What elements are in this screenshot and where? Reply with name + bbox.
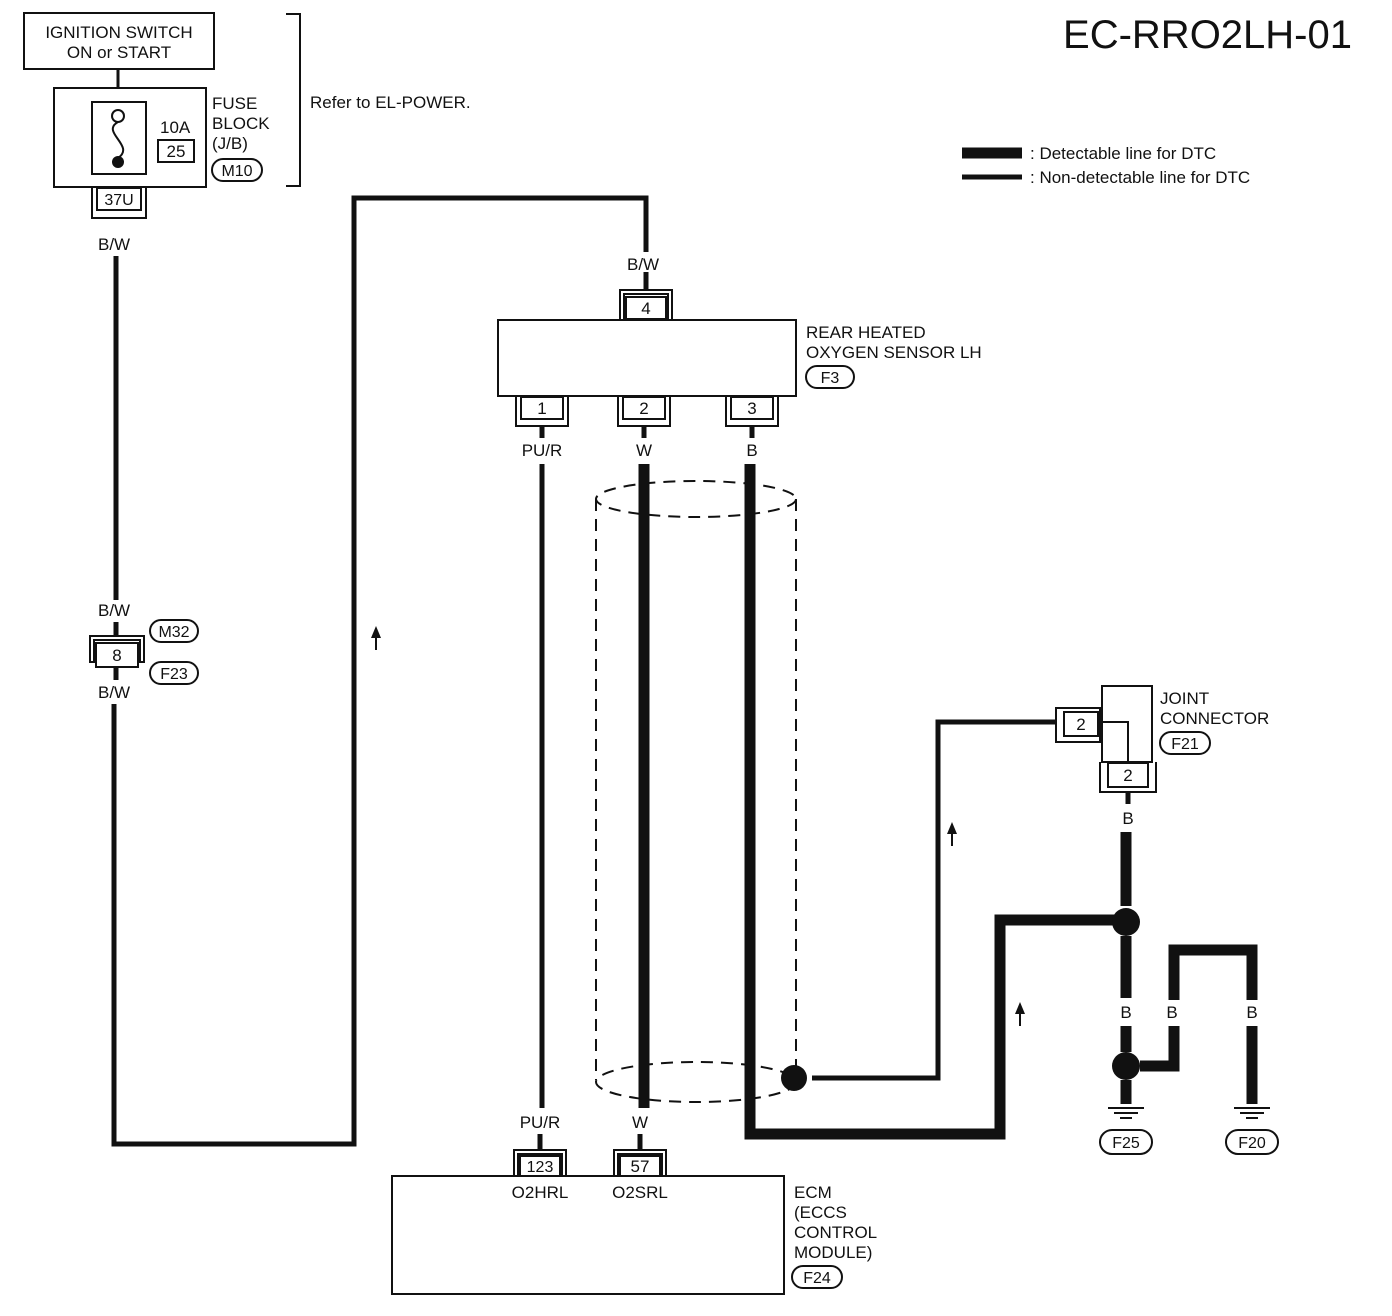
shield-splice <box>781 1065 807 1091</box>
sensor-terminal-1: 1 <box>515 396 569 427</box>
ground-symbol-icon <box>1108 1107 1144 1119</box>
shield-cylinder <box>595 480 797 1103</box>
wire-color-bw-sensor: B/W <box>627 255 659 274</box>
up-arrow-icon <box>371 626 381 650</box>
ground-splice-upper <box>1112 908 1140 936</box>
wire-color-w-top: W <box>636 441 652 460</box>
sensor-terminal-4: 4 <box>619 289 673 321</box>
wire-color-b-top: B <box>746 441 757 460</box>
legend-detectable-text: : Detectable line for DTC <box>1030 144 1216 163</box>
ground-symbol-icon <box>1234 1107 1270 1119</box>
fuse-number: 25 <box>167 142 186 161</box>
wire-color-pur-bottom: PU/R <box>520 1113 561 1132</box>
svg-text:57: 57 <box>631 1157 650 1176</box>
connector-m32: M32 <box>158 624 189 641</box>
svg-text:2: 2 <box>639 399 648 418</box>
ecm-connector: F24 <box>803 1270 831 1287</box>
svg-text:8: 8 <box>112 646 121 665</box>
ecm-name-3: CONTROL <box>794 1223 877 1242</box>
joint-connector: 2 2 JOINT CONNECTOR F21 <box>1055 685 1269 793</box>
ignition-switch-line1: IGNITION SWITCH <box>45 23 192 42</box>
ecm-signal-o2hrl: O2HRL <box>512 1183 569 1202</box>
svg-text:123: 123 <box>527 1159 554 1176</box>
fuse-block-connector: M10 <box>221 163 252 180</box>
wire-color-b-joint: B <box>1122 809 1133 828</box>
ecm-terminal-57: 57 <box>613 1149 667 1177</box>
ecm-terminal-123: 123 <box>513 1149 567 1177</box>
ignition-switch: IGNITION SWITCH ON or START <box>23 12 215 70</box>
svg-text:1: 1 <box>537 399 546 418</box>
joint-connector-name-2: CONNECTOR <box>1160 709 1269 728</box>
sensor-name-1: REAR HEATED <box>806 323 926 342</box>
fuse-block: 10A 25 FUSE BLOCK (J/B) M10 <box>53 87 270 188</box>
up-arrow-icon <box>947 822 957 846</box>
wire-color-bw-top: B/W <box>98 235 130 254</box>
svg-text:37U: 37U <box>104 192 133 209</box>
fuse-block-name-1: FUSE <box>212 94 257 113</box>
wire-color-bw-mid-upper: B/W <box>98 601 130 620</box>
rear-heated-oxygen-sensor-lh: REAR HEATED OXYGEN SENSOR LH F3 <box>497 319 982 397</box>
wire-color-w-bottom: W <box>632 1113 648 1132</box>
wire-bw-power-feed <box>111 195 649 1147</box>
fuse-amperage: 10A <box>160 118 191 137</box>
joint-terminal-bottom: 2 <box>1123 766 1132 785</box>
ground-connector-left: F25 <box>1112 1135 1140 1152</box>
legend-non-detectable-text: : Non-detectable line for DTC <box>1030 168 1250 187</box>
fuse-block-name-3: (J/B) <box>212 134 248 153</box>
up-arrow-icon <box>1015 1002 1025 1026</box>
diagram-id: EC-RRO2LH-01 <box>1063 13 1352 57</box>
wire-color-b-ground-left: B <box>1120 1003 1131 1022</box>
connector-f23: F23 <box>160 666 188 683</box>
sensor-terminal-3: 3 <box>725 396 779 427</box>
fuse-icon <box>111 109 125 168</box>
wire-b-sensor-ground <box>744 464 1124 1140</box>
power-reference: Refer to EL-POWER. <box>310 93 471 112</box>
wire-shield-drain <box>812 719 1056 1081</box>
wire-color-b-ground-mid: B <box>1166 1003 1177 1022</box>
sensor-terminal-2: 2 <box>617 396 671 427</box>
joint-connector-name-1: JOINT <box>1160 689 1209 708</box>
sensor-connector: F3 <box>821 370 840 387</box>
ecm-name-4: MODULE) <box>794 1243 872 1262</box>
terminal-37u: 37U <box>91 187 147 219</box>
harness-connector-8: 8 <box>89 635 145 668</box>
wire-b-ground-bridge-upper <box>1168 944 1258 1000</box>
ecm-signal-o2srl: O2SRL <box>612 1183 668 1202</box>
ecm: O2HRL O2SRL ECM (ECCS CONTROL MODULE) F2… <box>391 1175 877 1295</box>
wire-b-ground-bridge-lower <box>1140 1026 1180 1072</box>
ecm-name-1: ECM <box>794 1183 832 1202</box>
ground-connector-right: F20 <box>1238 1135 1266 1152</box>
svg-text:4: 4 <box>641 299 650 318</box>
ecm-name-2: (ECCS <box>794 1203 847 1222</box>
fuse-block-name-2: BLOCK <box>212 114 270 133</box>
wire-color-b-ground-right: B <box>1246 1003 1257 1022</box>
wire-color-bw-mid-lower: B/W <box>98 683 130 702</box>
joint-terminal-side: 2 <box>1076 715 1085 734</box>
legend: : Detectable line for DTC : Non-detectab… <box>962 144 1250 187</box>
sensor-name-2: OXYGEN SENSOR LH <box>806 343 982 362</box>
joint-connector-id: F21 <box>1171 736 1199 753</box>
ignition-switch-line2: ON or START <box>67 43 171 62</box>
wire-color-pur-top: PU/R <box>522 441 563 460</box>
svg-text:3: 3 <box>747 399 756 418</box>
ground-splice-lower <box>1112 1052 1140 1080</box>
